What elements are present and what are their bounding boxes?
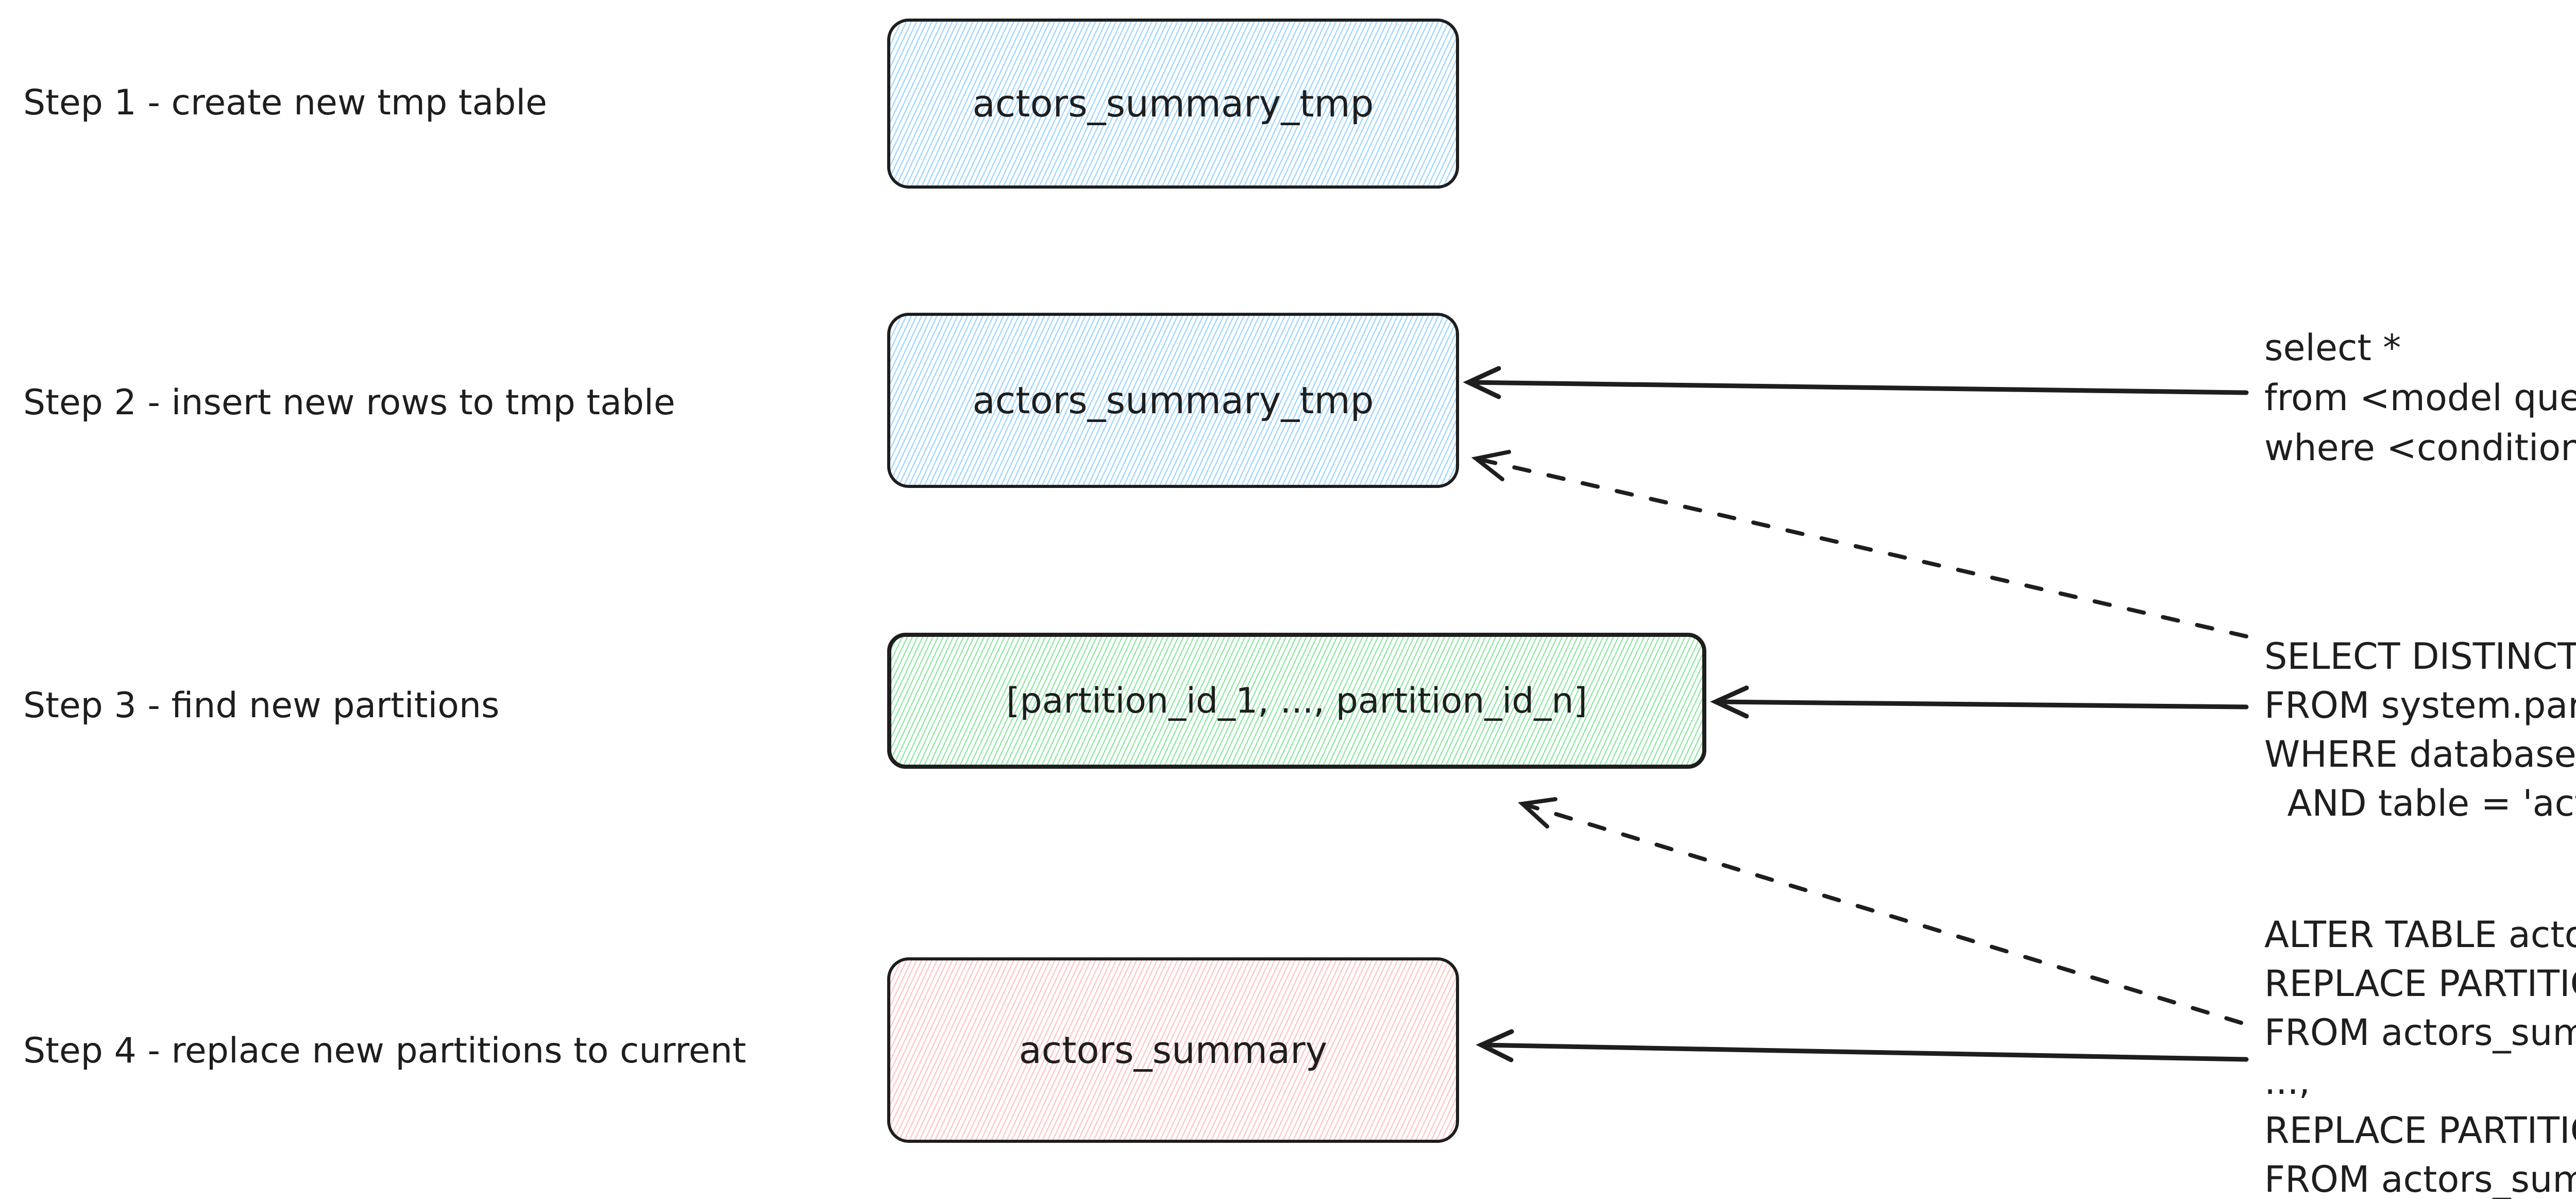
dashed-arrow-replace-sql-to-partition-list <box>1518 797 2243 1025</box>
tmp-table-node-step2-label: actors_summary_tmp <box>972 379 1374 422</box>
tmp-table-node-step2: actors_summary_tmp <box>887 313 1459 488</box>
replace-query-text: ALTER TABLE actors_summary REPLACE PARTI… <box>2264 910 2576 1199</box>
sql-line: SELECT DISTINCT partition_id <box>2264 635 2576 678</box>
partitions-query-text: SELECT DISTINCT partition_id FROM system… <box>2264 632 2576 828</box>
summary-table-node-label: actors_summary <box>1019 1028 1328 1072</box>
partition-list-node-label: [partition_id_1, ..., partition_id_n] <box>1006 680 1588 721</box>
sql-line: from <model query> <box>2264 377 2576 419</box>
tmp-table-node-step1: actors_summary_tmp <box>887 19 1459 189</box>
arrow-insert-sql-to-tmp-table <box>1463 366 2249 399</box>
sql-line: REPLACE PARTITION partition_id_1 <box>2264 962 2576 1005</box>
dashed-arrow-partitions-sql-to-tmp-table <box>1471 450 2248 638</box>
step-1-label: Step 1 - create new tmp table <box>23 82 548 123</box>
step-3-label: Step 3 - find new partitions <box>23 685 500 726</box>
tmp-table-node-step1-label: actors_summary_tmp <box>972 82 1374 125</box>
sql-line: FROM actors_summary_tmp, <box>2264 1158 2576 1199</box>
arrow-replace-sql-to-summary-table <box>1476 1029 2249 1062</box>
arrow-partitions-sql-to-partition-list <box>1710 685 2249 719</box>
sql-line: FROM system.parts <box>2264 684 2576 727</box>
sql-line: AND table = 'actors_summary_tmp' <box>2287 782 2576 824</box>
summary-table-node: actors_summary <box>887 957 1459 1143</box>
sql-line: FROM actors_summary_tmp, <box>2264 1011 2576 1054</box>
sql-line: select * <box>2264 327 2401 369</box>
sql-line: REPLACE PARTITION partition_id_n <box>2264 1109 2576 1152</box>
sql-line: WHERE database = <database> <box>2264 733 2576 775</box>
sql-line: ALTER TABLE actors_summary <box>2264 914 2576 956</box>
sql-line: ..., <box>2264 1060 2311 1103</box>
insert-query-text: select * from <model query> where <condi… <box>2264 323 2576 473</box>
step-4-label: Step 4 - replace new partitions to curre… <box>23 1031 747 1071</box>
step-2-label: Step 2 - insert new rows to tmp table <box>23 382 675 423</box>
sql-line: where <condition to identify new> <box>2264 427 2576 469</box>
partition-list-node: [partition_id_1, ..., partition_id_n] <box>887 633 1706 769</box>
